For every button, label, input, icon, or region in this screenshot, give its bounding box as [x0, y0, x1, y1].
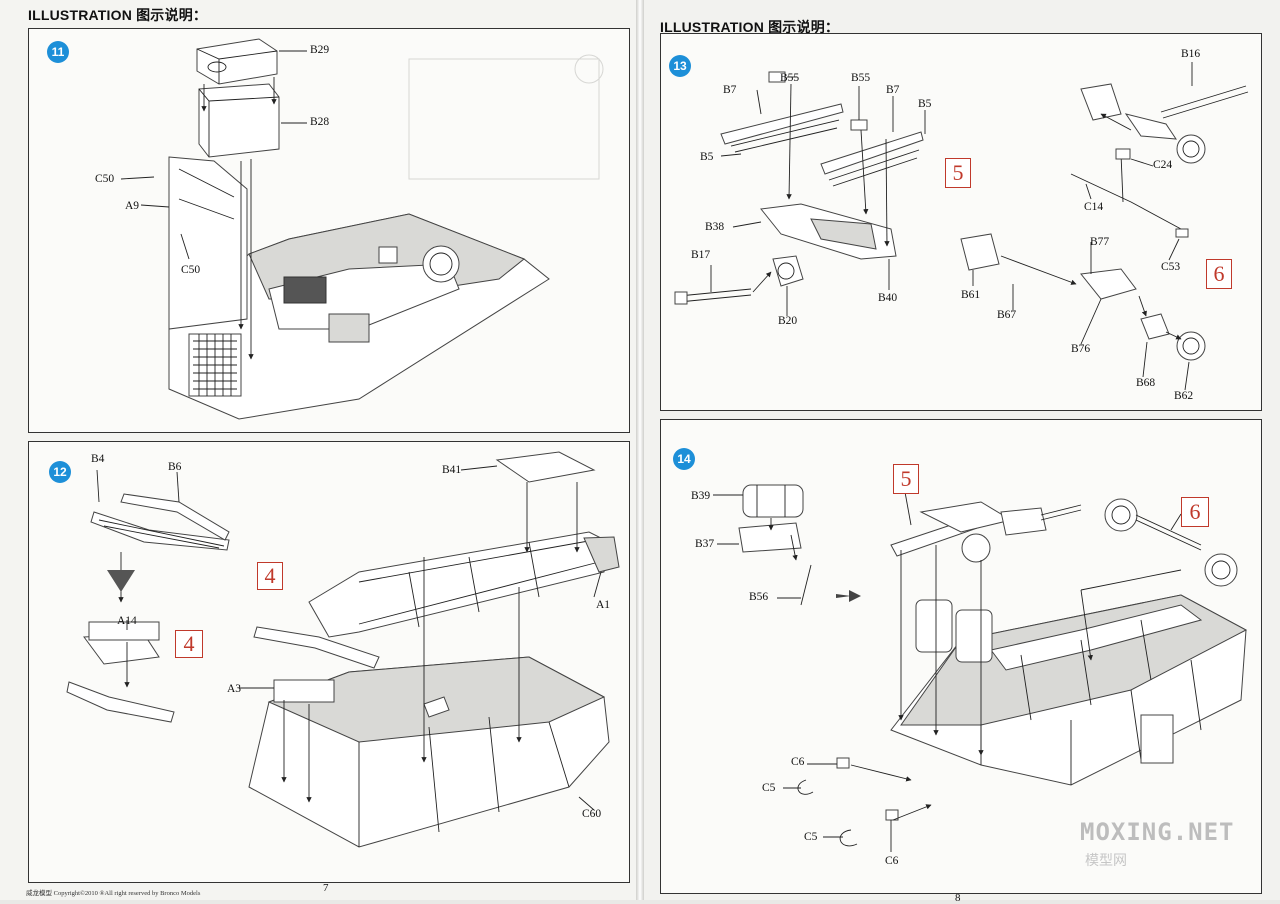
part-label-b55-right: B55	[851, 72, 871, 84]
step-11-diagram	[120, 38, 604, 420]
reference-box-5: 5	[945, 158, 971, 188]
part-label-c6-top: C6	[791, 756, 805, 768]
part-label-b61: B61	[961, 289, 981, 301]
step-11-panel: 11	[28, 28, 630, 433]
reference-box-4-spring: 4	[175, 630, 203, 658]
part-label-c53: C53	[1161, 261, 1181, 273]
part-label-c60: C60	[582, 808, 602, 820]
right-page-title: ILLUSTRATION 图示说明：	[660, 19, 840, 35]
step-14-diagram	[713, 484, 1248, 852]
part-label-a14: A14	[117, 615, 137, 627]
step-12-panel: 12	[28, 441, 630, 883]
part-label-b20: B20	[778, 315, 798, 327]
step-13-diagram	[674, 62, 1249, 391]
step-12-badge: 12	[49, 461, 71, 483]
part-label-b29: B29	[310, 44, 330, 56]
part-label-c5-top: C5	[762, 782, 776, 794]
part-label-b68: B68	[1136, 377, 1156, 389]
part-label-c5-bottom: C5	[804, 831, 818, 843]
part-label-b16: B16	[1181, 48, 1201, 60]
part-label-b38: B38	[705, 221, 725, 233]
part-label-c50-bottom: C50	[181, 264, 201, 276]
page-number-left: 7	[323, 882, 329, 894]
step-13-badge: 13	[669, 55, 691, 77]
reference-box-6-front-axle: 6	[1181, 497, 1209, 527]
part-label-b56: B56	[749, 591, 769, 603]
part-label-b7-left: B7	[723, 84, 737, 96]
left-page-title: ILLUSTRATION 图示说明：	[28, 7, 208, 23]
part-label-b76: B76	[1071, 343, 1091, 355]
part-label-a3: A3	[227, 683, 242, 695]
part-label-b5-left: B5	[700, 151, 714, 163]
part-label-b39: B39	[691, 490, 711, 502]
step-14-badge: 14	[673, 448, 695, 470]
reference-box-4-frame: 4	[257, 562, 283, 590]
part-label-c24: C24	[1153, 159, 1173, 171]
part-label-b28: B28	[310, 116, 330, 128]
part-label-b67: B67	[997, 309, 1017, 321]
part-label-b4: B4	[91, 453, 105, 465]
part-label-b55-left: B55	[780, 72, 800, 84]
page-number-right: 8	[955, 892, 961, 904]
page-gutter	[636, 0, 644, 900]
part-label-b37: B37	[695, 538, 715, 550]
step-14-panel: 14	[660, 419, 1262, 894]
part-label-b77: B77	[1090, 236, 1110, 248]
part-label-b5-right: B5	[918, 98, 932, 110]
watermark-text: MOXING.NET	[1080, 818, 1235, 846]
part-label-a1: A1	[596, 599, 611, 611]
part-label-b40: B40	[878, 292, 898, 304]
part-label-c6-bottom: C6	[885, 855, 899, 867]
reference-box-5-rear-axle: 5	[893, 464, 919, 494]
step-12-diagram	[66, 451, 620, 848]
part-label-c50-top: C50	[95, 173, 115, 185]
watermark-subtext: 模型网	[1085, 852, 1127, 868]
part-label-b17: B17	[691, 249, 711, 261]
part-label-b6: B6	[168, 461, 182, 473]
part-label-b62: B62	[1174, 390, 1194, 402]
part-label-b7-right: B7	[886, 84, 900, 96]
part-label-c14: C14	[1084, 201, 1104, 213]
copyright-notice: 威龙模型 Copyright©2010 ®All right reserved …	[26, 890, 201, 897]
step-11-badge: 11	[47, 41, 69, 63]
reference-box-6: 6	[1206, 259, 1232, 289]
part-label-a9: A9	[125, 200, 140, 212]
part-label-b41: B41	[442, 464, 462, 476]
step-13-panel: 13	[660, 33, 1262, 411]
